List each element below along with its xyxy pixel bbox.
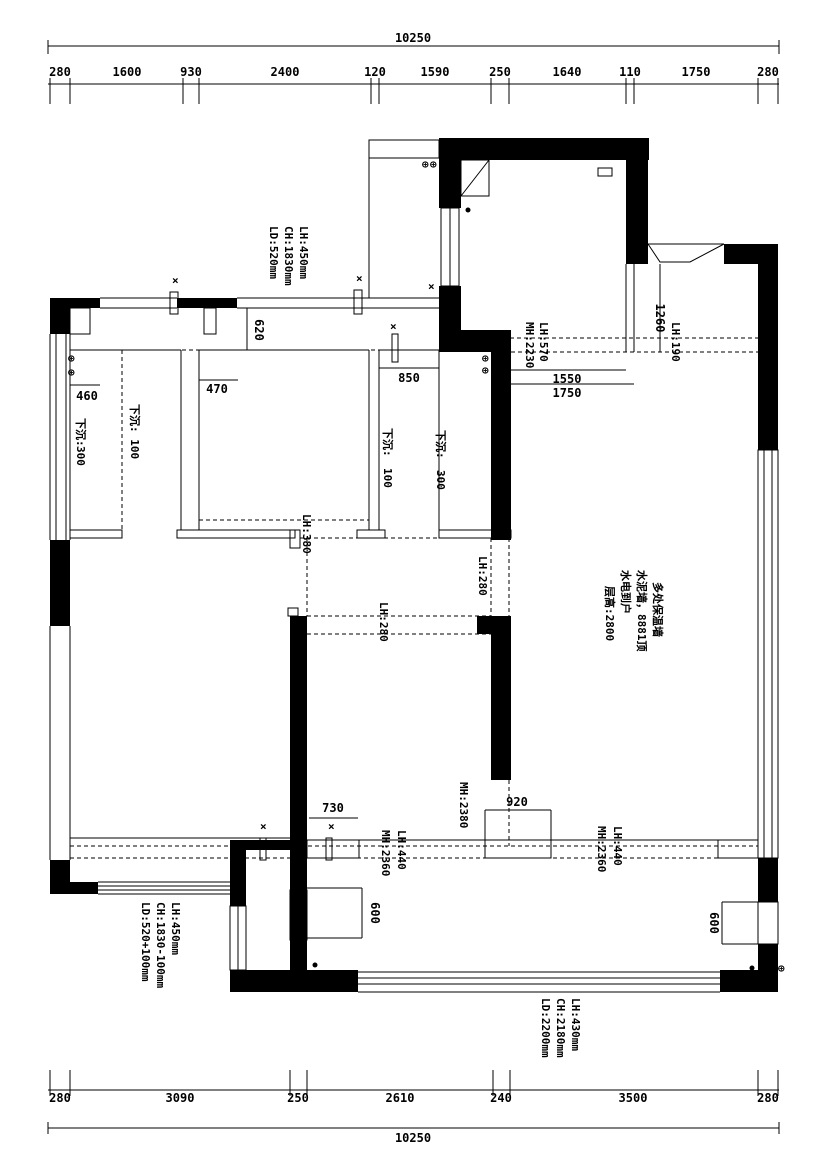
sunk-2: 下沉: 100 xyxy=(128,404,142,459)
bottom-dim-3: 2610 xyxy=(386,1091,415,1105)
socket-icon: ⊕ xyxy=(422,158,429,171)
switch-box xyxy=(325,837,333,861)
switch-box xyxy=(353,289,363,315)
socket-icon: ⊕ xyxy=(778,962,785,975)
dim-1750: 1750 xyxy=(553,386,582,400)
switch-tick-icon: × xyxy=(260,820,267,833)
beam-lines xyxy=(70,337,758,859)
win-bl-ld: LD:520+100mm xyxy=(139,902,152,982)
win-bl-lh: LH:450mm xyxy=(169,902,182,955)
symbols: ⊕ ⊕ ⊕ ⊕ ⊕ ⊕ ⊕ × × × × × × xyxy=(68,158,785,975)
bottom-dim-0: 280 xyxy=(49,1091,71,1105)
win-top-ch: CH:1830mm xyxy=(282,226,295,286)
win-br-ld: LD:2200mm xyxy=(539,998,552,1058)
sunk-4b: 300 xyxy=(434,470,447,490)
win-top-lh: LH:450mm xyxy=(297,226,310,279)
switch-tick-icon: × xyxy=(390,320,397,333)
window-labels: LH:450mm CH:1830mm LD:520mm LH:450mm CH:… xyxy=(139,226,582,1058)
win-br-ch: CH:2180mm xyxy=(554,998,567,1058)
top-dim-6: 250 xyxy=(489,65,511,79)
walls xyxy=(50,138,778,992)
socket-icon: ⊕ xyxy=(482,352,489,365)
note-2: 水泥墙，8881顶 xyxy=(635,570,649,652)
switch-tick-icon: × xyxy=(356,272,363,285)
note-3: 水电到户 xyxy=(619,570,633,614)
sunk-4a: 下沉: xyxy=(434,430,448,459)
drain-dot xyxy=(749,965,755,971)
bottom-dimensions: 280 3090 250 2610 240 3500 280 10250 xyxy=(47,1070,780,1145)
switch-tick-icon: × xyxy=(328,820,335,833)
dim-470: 470 xyxy=(206,382,228,396)
bottom-dim-2: 250 xyxy=(287,1091,309,1105)
beam-lh280a: LH:280 xyxy=(476,556,489,596)
sunk-1b: 300 xyxy=(74,446,87,466)
top-dim-10: 280 xyxy=(757,65,779,79)
drain-dot xyxy=(312,962,318,968)
win-bl-ch: CH:1830-100mm xyxy=(154,902,167,988)
beam-lh380: LH:380 xyxy=(300,514,313,554)
beam-lh440a: LH:440 xyxy=(395,830,408,870)
top-dim-1: 1600 xyxy=(113,65,142,79)
top-dim-9: 1750 xyxy=(682,65,711,79)
bottom-total-dim: 10250 xyxy=(395,1131,431,1145)
beam-lh280b: LH:280 xyxy=(377,602,390,642)
beam-mh2230: MH:2230 xyxy=(523,322,536,368)
socket-icon: ⊕ xyxy=(68,352,75,365)
switch-tick-icon: × xyxy=(172,274,179,287)
sunken-labels: 下沉: 300 下沉: 100 下沉: 100 下沉: 300 xyxy=(74,404,448,490)
switch-box xyxy=(169,291,179,315)
beam-mh2380: MH:2380 xyxy=(457,782,470,828)
beam-labels: LH:570 MH:2230 LH:190 LH:380 LH:280 LH:2… xyxy=(300,322,682,876)
switch-box xyxy=(259,837,267,861)
notes: 多处保温墙 水泥墙，8881顶 水电到户 层高:2800 xyxy=(603,570,665,652)
switch-tick-icon: × xyxy=(428,280,435,293)
note-1: 多处保温墙 xyxy=(651,582,665,637)
top-dim-2: 930 xyxy=(180,65,202,79)
top-dim-3: 2400 xyxy=(271,65,300,79)
dim-1550: 1550 xyxy=(553,372,582,386)
beam-mh2360a: MH:2360 xyxy=(379,830,392,876)
socket-icon: ⊕ xyxy=(482,364,489,377)
beam-lh570: LH:570 xyxy=(537,322,550,362)
sunk-3a: 下沉: xyxy=(381,428,395,457)
top-dim-4: 120 xyxy=(364,65,386,79)
dim-600-left: 600 xyxy=(368,902,382,924)
beam-lh440b: LH:440 xyxy=(611,826,624,866)
beam-mh2360b: MH:2360 xyxy=(595,826,608,872)
dim-620: 620 xyxy=(252,319,266,341)
bottom-dim-4: 240 xyxy=(490,1091,512,1105)
sunk-3b: 100 xyxy=(381,468,394,488)
drain-dot xyxy=(465,207,471,213)
top-total-dim: 10250 xyxy=(395,31,431,45)
dim-600-right: 600 xyxy=(707,912,721,934)
dim-850: 850 xyxy=(398,371,420,385)
socket-icon: ⊕ xyxy=(68,366,75,379)
dim-460: 460 xyxy=(76,389,98,403)
socket-icon: ⊕ xyxy=(430,158,437,171)
top-dim-7: 1640 xyxy=(553,65,582,79)
win-top-ld: LD:520mm xyxy=(267,226,280,279)
top-dim-0: 280 xyxy=(49,65,71,79)
beam-lh190: LH:190 xyxy=(669,322,682,362)
note-4: 层高:2800 xyxy=(603,585,617,641)
meter-box xyxy=(597,167,613,177)
top-dim-8: 110 xyxy=(619,65,641,79)
top-dim-5: 1590 xyxy=(421,65,450,79)
bottom-dim-5: 3500 xyxy=(619,1091,648,1105)
dim-730: 730 xyxy=(322,801,344,815)
switch-box xyxy=(391,333,399,363)
dim-1260: 1260 xyxy=(653,304,667,333)
thin-walls xyxy=(49,139,779,993)
room-dimensions: 620 470 460 850 1550 1750 1260 730 920 6… xyxy=(70,264,758,945)
top-dimensions: 10250 280 1600 930 2400 120 1590 250 164… xyxy=(47,31,780,104)
sunk-1a: 下沉: xyxy=(74,418,88,447)
dim-920: 920 xyxy=(506,795,528,809)
bottom-dim-1: 3090 xyxy=(166,1091,195,1105)
bottom-dim-6: 280 xyxy=(757,1091,779,1105)
win-br-lh: LH:430mm xyxy=(569,998,582,1051)
